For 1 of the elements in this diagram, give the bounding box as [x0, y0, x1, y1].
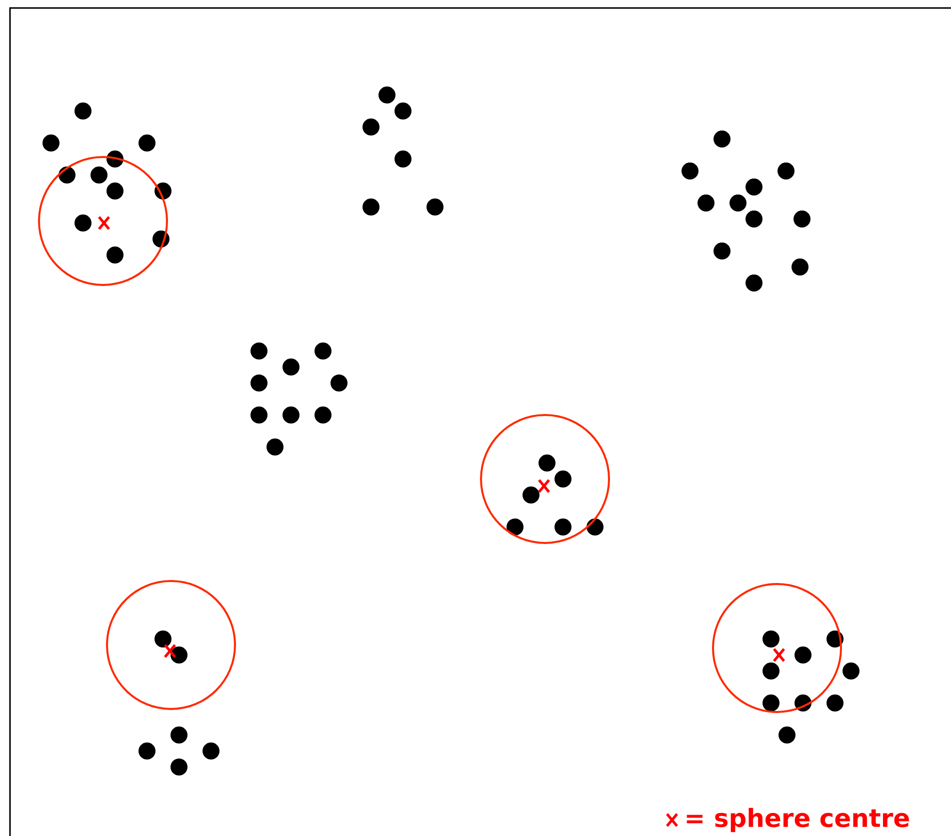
legend-text: = sphere centre	[686, 808, 909, 832]
